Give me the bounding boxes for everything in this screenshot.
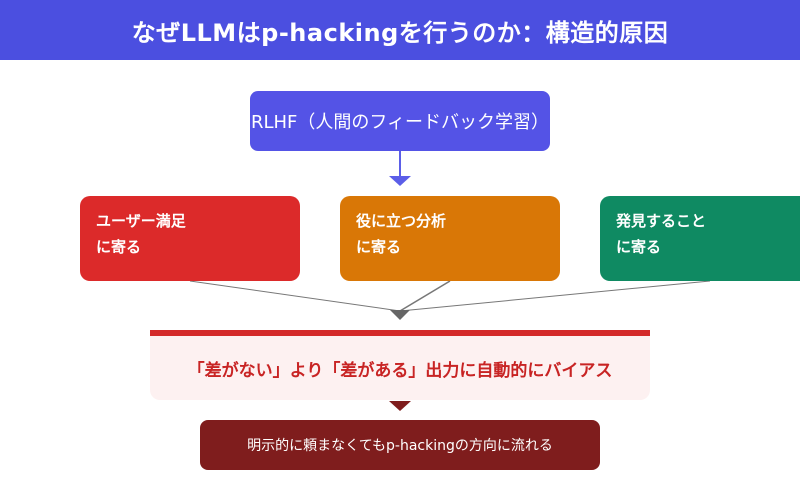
connector-middle bbox=[399, 280, 451, 312]
rlhf-box: RLHF（人間のフィードバック学習） bbox=[250, 91, 550, 151]
factor-line2: に寄る bbox=[616, 238, 662, 256]
conclusion-label: 明示的に頼まなくてもp-hackingの方向に流れる bbox=[247, 438, 553, 454]
arrow-head-bottom bbox=[389, 401, 411, 411]
factor-line1: ユーザー満足 bbox=[96, 212, 186, 230]
arrow-head-merge bbox=[390, 310, 410, 320]
bias-result-label: 「差がない」より「差がある」出力に自動的にバイアス bbox=[187, 360, 613, 381]
factor-useful-analysis: 役に立つ分析 に寄る bbox=[340, 196, 560, 281]
page-title: なぜLLMはp-hackingを行うのか：構造的原因 bbox=[131, 18, 669, 47]
bias-result-box: 「差がない」より「差がある」出力に自動的にバイアス bbox=[150, 330, 650, 400]
connector-left bbox=[189, 280, 401, 312]
factor-line1: 役に立つ分析 bbox=[356, 212, 447, 230]
factor-line2: に寄る bbox=[356, 238, 402, 256]
rlhf-label: RLHF（人間のフィードバック学習） bbox=[250, 112, 550, 133]
factor-line1: 発見すること bbox=[616, 212, 707, 230]
factor-user-satisfaction: ユーザー満足 に寄る bbox=[80, 196, 300, 281]
factor-line2: に寄る bbox=[96, 238, 142, 256]
conclusion-box: 明示的に頼まなくてもp-hackingの方向に流れる bbox=[200, 420, 600, 470]
connector-right bbox=[399, 280, 711, 312]
header-bar: なぜLLMはp-hackingを行うのか：構造的原因 bbox=[0, 0, 800, 60]
arrow-head-top bbox=[389, 176, 411, 186]
factor-discovery: 発見すること に寄る bbox=[600, 196, 800, 281]
